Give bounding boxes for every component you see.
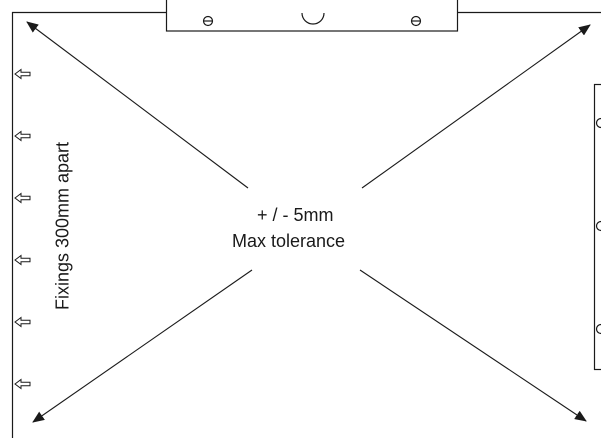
fixing-arrow-icon	[15, 380, 30, 389]
fixing-arrows	[15, 70, 30, 389]
screw-icon	[204, 17, 213, 26]
tolerance-caption-label: Max tolerance	[232, 231, 345, 252]
fixing-arrow-icon	[15, 70, 30, 79]
tolerance-arrow-bottom-right	[360, 270, 586, 421]
fixing-arrow-icon	[15, 132, 30, 141]
fixing-arrow-icon	[15, 318, 30, 327]
right-bracket	[594, 84, 601, 370]
fixing-arrow-icon	[15, 256, 30, 265]
screw-icon	[597, 119, 601, 128]
fixings-spacing-label: Fixings 300mm apart	[53, 142, 74, 310]
screw-icon	[597, 222, 601, 231]
tolerance-value-label: + / - 5mm	[257, 205, 334, 226]
screw-icon	[412, 17, 421, 26]
tolerance-arrow-top-right	[362, 25, 590, 188]
spirit-level	[167, 0, 458, 31]
screw-icon	[597, 325, 601, 334]
fixing-arrow-icon	[15, 194, 30, 203]
